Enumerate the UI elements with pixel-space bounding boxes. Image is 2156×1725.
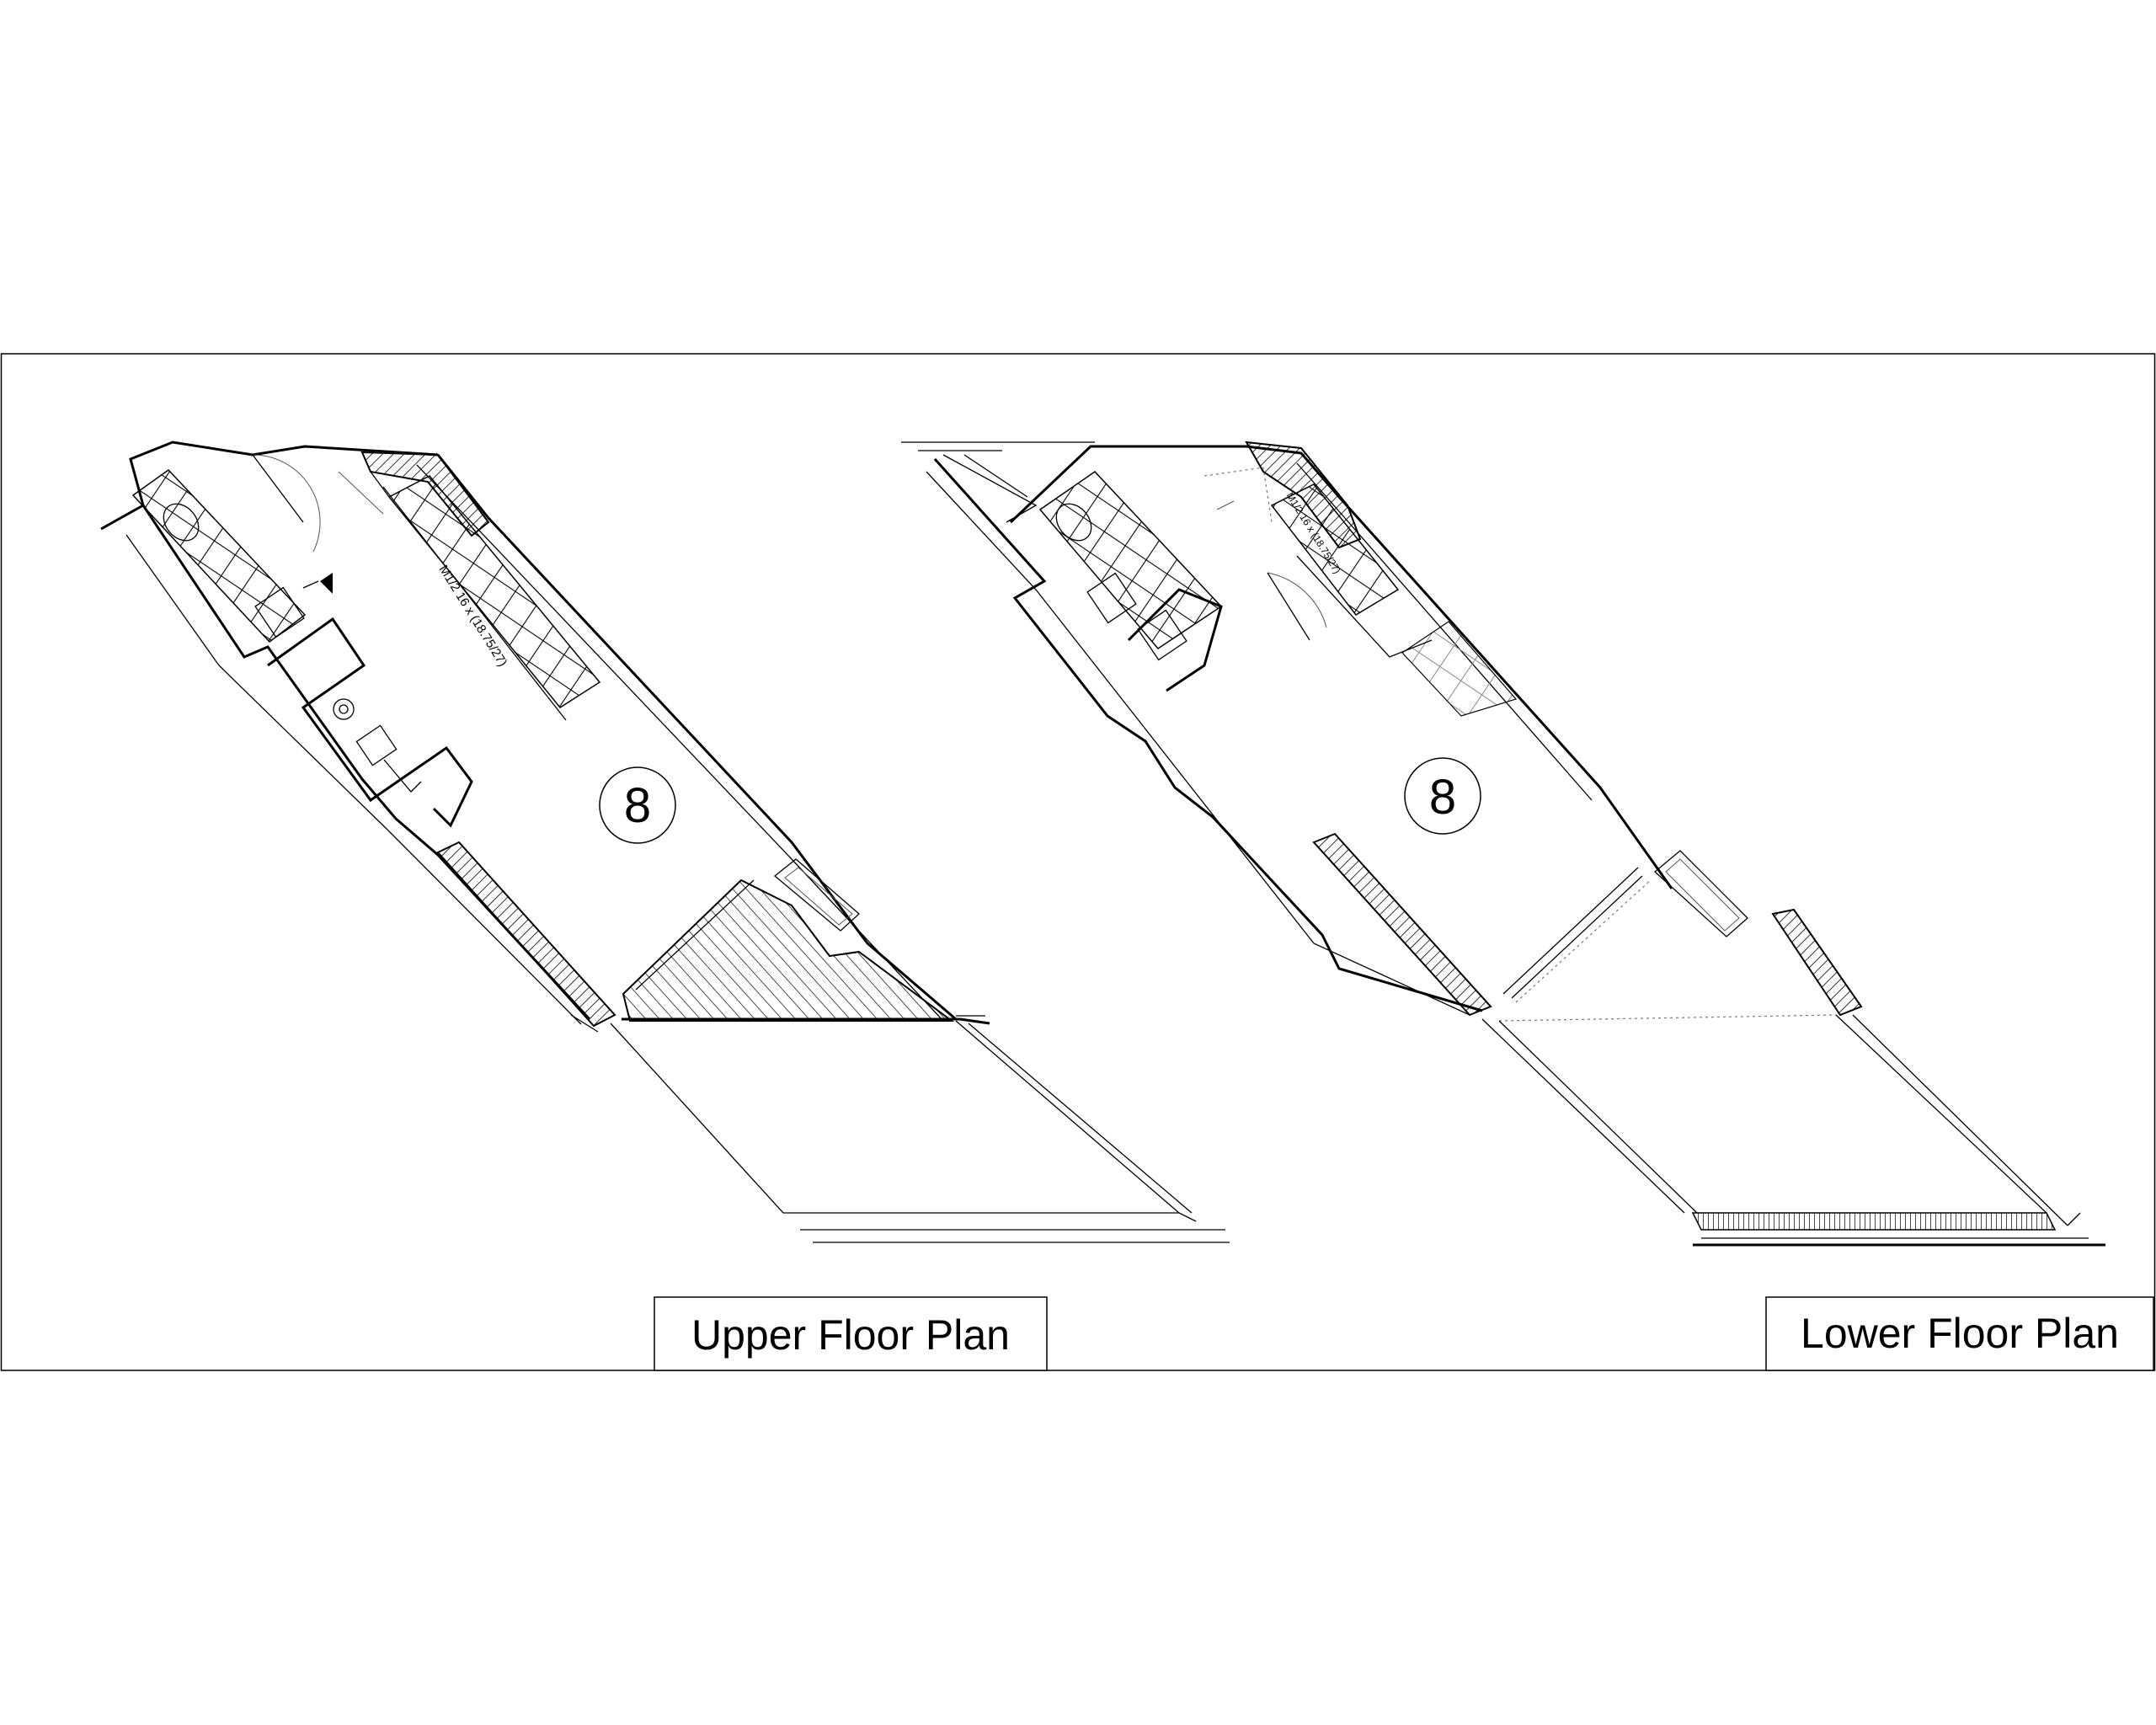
upper-hatched-wall-lower (436, 841, 616, 1028)
upper-cooktop-icon (355, 724, 398, 766)
upper-unit-number: 8 (624, 778, 651, 833)
upper-kitchen-counter (267, 617, 473, 828)
upper-balcony-outline (622, 1017, 990, 1025)
lower-tile-area (1401, 621, 1518, 717)
lower-bathroom-floor (1038, 471, 1223, 649)
lower-unit-number: 8 (1429, 770, 1456, 825)
upper-balcony-rail (610, 1023, 1179, 1214)
upper-sink-icon (333, 698, 355, 720)
upper-shower-icon (254, 586, 305, 638)
lower-toilet-icon (1055, 503, 1092, 542)
lower-garden-fence (1691, 1212, 2057, 1231)
sheet-border (0, 353, 2156, 1371)
lower-shower-icon (1086, 572, 1137, 624)
upper-stair (387, 475, 601, 708)
lower-stair (1270, 483, 1400, 616)
lower-unit-number-circle (1404, 757, 1481, 835)
lower-left-exterior-wall (933, 457, 1483, 1012)
upper-right-exterior-wall (436, 454, 957, 1021)
lower-plan-title: Lower Floor Plan (1801, 1310, 2119, 1357)
upper-left-exterior-wall (100, 504, 591, 1021)
upper-top-wall (129, 441, 439, 506)
upper-toilet-icon (163, 503, 200, 542)
upper-deck (622, 879, 955, 1022)
upper-door-swing-1 (252, 454, 321, 553)
lower-bench (1654, 850, 1748, 937)
upper-deck-bench (773, 858, 860, 932)
upper-bathroom-floor (131, 469, 307, 644)
lower-floor-plan: 8 M1/2 16 x (18.75/27) (901, 441, 2105, 1247)
upper-plan-title: Upper Floor Plan (691, 1311, 1010, 1359)
upper-floor-plan: 8 M1/2 16 x (18.75/27) (100, 441, 1230, 1243)
lower-garden-outline (1481, 1018, 1685, 1214)
lower-title-block: Lower Floor Plan (1765, 1296, 2154, 1371)
lower-door-swing (1267, 572, 1327, 628)
lower-hatched-wall-right (1771, 908, 1863, 1017)
upper-unit-number-circle (599, 766, 676, 844)
upper-title-block: Upper Floor Plan (654, 1296, 1048, 1371)
lower-sliding-door (1502, 867, 1639, 995)
lower-hatched-wall-lower (1312, 832, 1492, 1017)
